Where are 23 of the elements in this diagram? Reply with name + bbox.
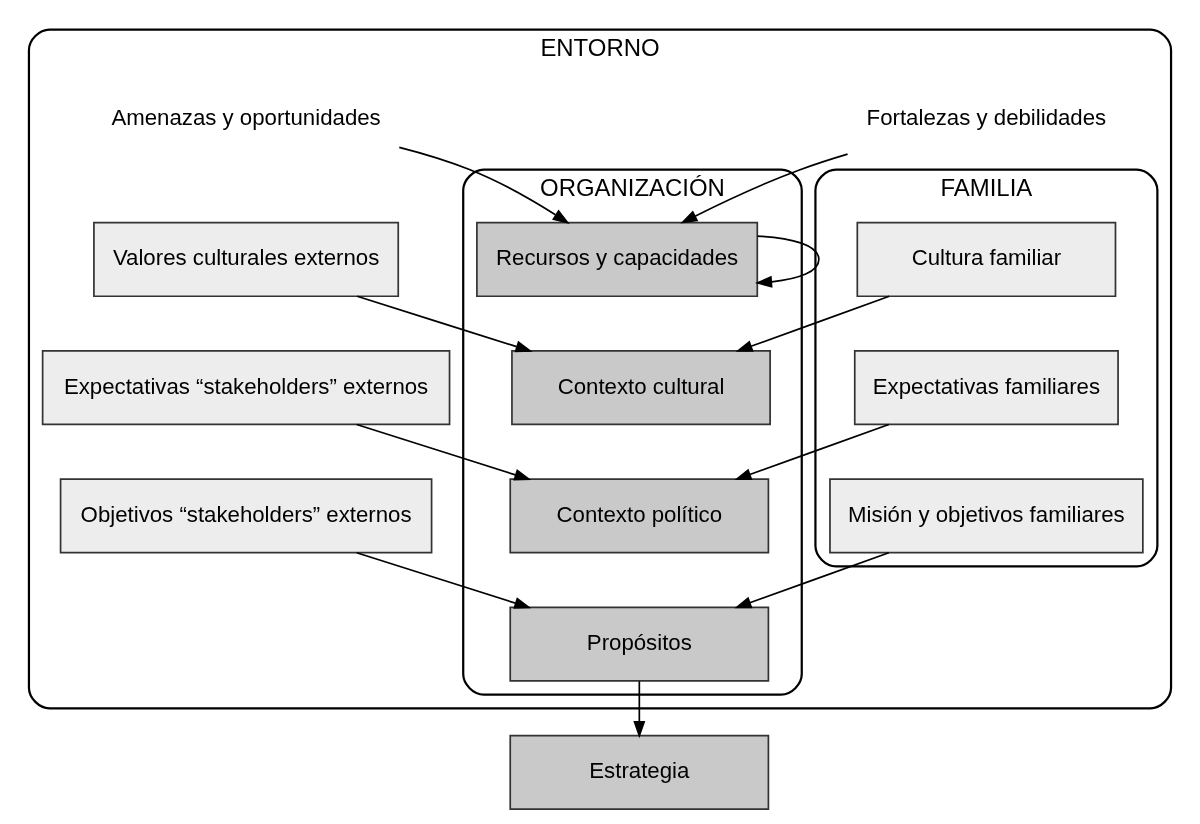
node-text: Fortalezas y debilidades [866, 104, 1107, 130]
node-box: Valores culturales externos [93, 221, 400, 297]
arrow [355, 423, 532, 480]
node-box: Contexto político [509, 477, 770, 554]
arrow [734, 423, 890, 480]
arrow [356, 294, 533, 352]
node-box: Propósitos [509, 606, 770, 682]
arrow [735, 294, 891, 352]
node-box: Cultura familiar [856, 221, 1117, 297]
node-box: Estrategia [509, 734, 770, 810]
node-box: Misión y objetivos familiares [829, 477, 1144, 554]
node-box: Objetivos “stakeholders” externos [59, 477, 433, 554]
node-box: Expectativas familiares [853, 349, 1119, 425]
node-box: Contexto cultural [511, 349, 771, 425]
arrow [633, 679, 646, 738]
node-box: Recursos y capacidades [476, 221, 759, 297]
node-text: Amenazas y oportunidades [111, 104, 381, 130]
arrow [755, 234, 820, 288]
arrow [355, 551, 532, 609]
arrow [734, 551, 890, 608]
node-box: Expectativas “stakeholders” externos [41, 349, 451, 425]
arrow [398, 146, 570, 224]
arrow [680, 152, 849, 224]
